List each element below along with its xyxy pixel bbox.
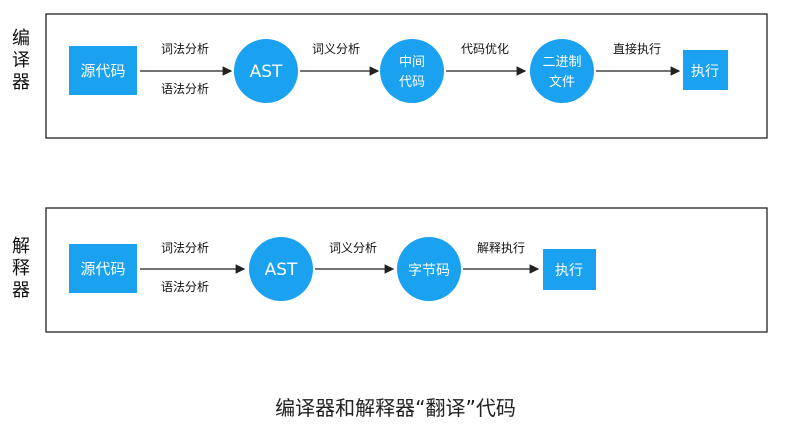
- interpreter-source-label: 源代码: [80, 260, 125, 278]
- interpreter-edge-semantic: 词义分析: [329, 241, 377, 255]
- interpreter-source-node: [69, 244, 137, 293]
- compiler-ir-label-1: 中间: [399, 55, 425, 70]
- interpreter-exec-node: [543, 249, 596, 290]
- figure-caption: 编译器和解释器“翻译”代码: [275, 396, 516, 420]
- compiler-edge-semantic: 词义分析: [312, 42, 360, 56]
- interpreter-bytecode-node: [397, 237, 461, 301]
- interpreter-side-label-text: 解释器: [12, 236, 30, 301]
- compiler-ir-node: [380, 39, 444, 103]
- compiler-binary-label-1: 二进制: [542, 55, 581, 70]
- compiler-side-label-text: 编译器: [12, 28, 30, 93]
- interpreter-side-label: 解释器: [10, 236, 32, 302]
- interpreter-edge-lexical: 词法分析: [161, 241, 209, 255]
- compiler-ir-label-2: 代码: [399, 75, 425, 90]
- interpreter-bytecode-label: 字节码: [408, 263, 450, 279]
- compiler-side-label: 编译器: [10, 28, 32, 94]
- interpreter-ast-label: AST: [265, 260, 298, 280]
- compiler-edge-lexical: 词法分析: [161, 42, 209, 56]
- compiler-ast-label: AST: [250, 62, 283, 82]
- compiler-source-node: [69, 46, 137, 95]
- compiler-exec-node: [683, 50, 728, 90]
- compiler-exec-label: 执行: [691, 64, 719, 80]
- compiler-binary-label-2: 文件: [549, 75, 575, 90]
- compiler-binary-node: [530, 39, 594, 103]
- compiler-edge-optimize: 代码优化: [461, 42, 509, 56]
- interpreter-frame: [45, 207, 768, 333]
- interpreter-exec-label: 执行: [555, 263, 583, 279]
- compiler-source-label: 源代码: [80, 62, 125, 80]
- interpreter-edge-interpret: 解释执行: [477, 241, 525, 255]
- compiler-edge-direct: 直接执行: [613, 41, 661, 56]
- interpreter-ast-node: [249, 237, 313, 301]
- compiler-edge-syntax: 语法分析: [161, 82, 209, 96]
- compiler-ast-node: [234, 39, 298, 103]
- compiler-frame: [45, 13, 768, 139]
- interpreter-edge-syntax: 语法分析: [161, 280, 209, 294]
